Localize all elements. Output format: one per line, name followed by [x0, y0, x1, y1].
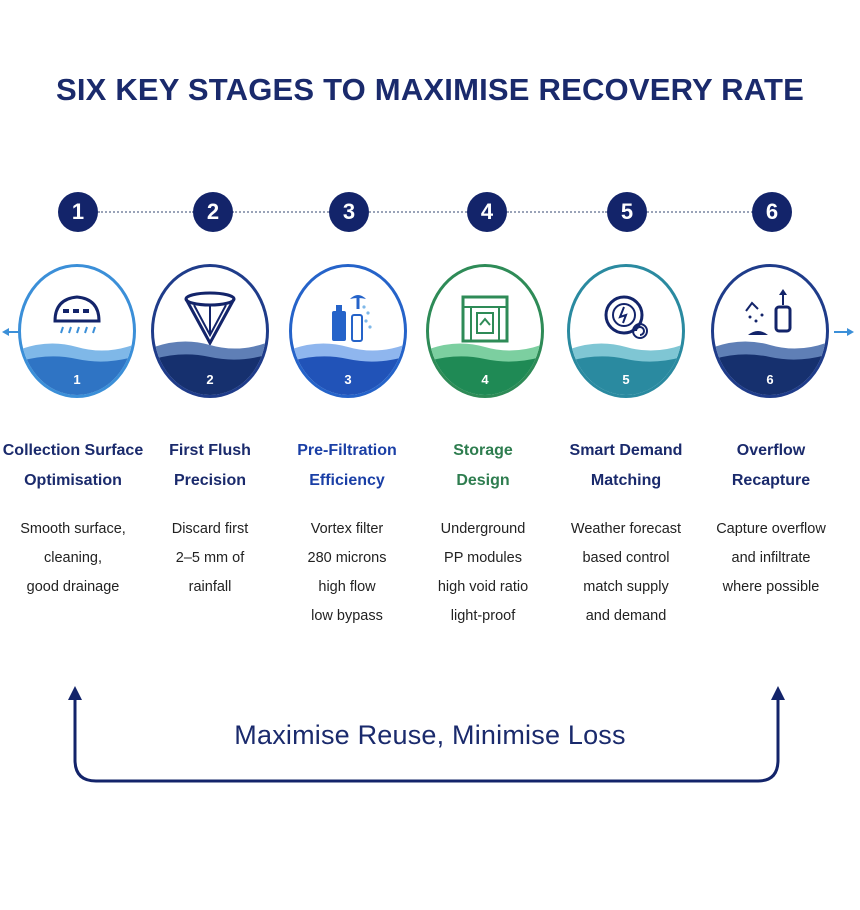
desc-line: and infiltrate [731, 550, 811, 566]
stage-2-circle: 2 [151, 264, 269, 398]
desc-line: low bypass [311, 608, 383, 624]
stage-2-description: Discard first 2–5 mm of rainfall [135, 515, 285, 602]
stage-badge: 2 [206, 372, 214, 387]
step-connector [232, 211, 329, 213]
desc-line: match supply [583, 579, 669, 595]
water-wave [292, 343, 404, 395]
stage-title-line: Pre-Filtration [297, 442, 397, 459]
stage-badge: 5 [622, 372, 630, 387]
stage-title-line: Efficiency [309, 472, 385, 489]
stage-badge: 6 [766, 372, 774, 387]
desc-line: light-proof [450, 608, 516, 624]
water-wave [570, 343, 682, 395]
stage-title-line: Precision [173, 472, 247, 489]
desc-line: Smooth surface, [20, 521, 126, 537]
desc-line: Weather forecast [570, 521, 682, 537]
stage-title-line: Matching [590, 472, 662, 489]
stage-title-line: Smart Demand [569, 442, 683, 459]
step-connector [98, 211, 194, 213]
stage-1-description: Smooth surface, cleaning, good drainage [0, 515, 148, 602]
stage-title-line: Storage [453, 442, 513, 459]
stage-3-title: Pre-Filtration Efficiency [272, 436, 422, 496]
step-connector [647, 211, 753, 213]
water-wave [429, 343, 541, 395]
step-connector [507, 211, 607, 213]
step-number-3: 3 [329, 192, 369, 232]
desc-line: and demand [585, 608, 667, 624]
stage-4-description: Underground PP modules high void ratio l… [408, 515, 558, 631]
water-wave [154, 341, 266, 395]
stage-title-line: Recapture [731, 472, 811, 489]
tagline: Maximise Reuse, Minimise Loss [234, 720, 626, 750]
page-title: SIX KEY STAGES TO MAXIMISE RECOVERY RATE [55, 72, 805, 107]
desc-line: high flow [318, 579, 376, 595]
desc-line: 280 microns [307, 550, 387, 566]
overflow-recapture-icon [745, 289, 792, 335]
desc-line: rainfall [188, 579, 232, 595]
stage-2-title: First Flush Precision [135, 436, 285, 496]
storage-module-icon [461, 295, 509, 343]
desc-line: Underground [440, 521, 526, 537]
step-number-4: 4 [467, 192, 507, 232]
desc-line: 2–5 mm of [175, 550, 245, 566]
stage-title-line: First Flush [169, 442, 251, 459]
stage-badge: 3 [344, 372, 352, 387]
step-connector [369, 211, 467, 213]
desc-line: Discard first [171, 521, 249, 537]
step-number-1: 1 [58, 192, 98, 232]
stage-6-description: Capture overflow and infiltrate where po… [696, 515, 846, 602]
stage-3-circle: 3 [289, 264, 407, 398]
water-wave [714, 341, 826, 395]
desc-line: high void ratio [437, 579, 529, 595]
vortex-filter-icon [332, 295, 372, 342]
step-number-2: 2 [193, 192, 233, 232]
desc-line: good drainage [26, 579, 120, 595]
stage-title-line: Design [456, 472, 510, 489]
desc-line: Vortex filter [310, 521, 384, 537]
desc-line: PP modules [444, 550, 522, 566]
stage-6-title: Overflow Recapture [696, 436, 846, 496]
desc-line: where possible [722, 579, 820, 595]
step-number-6: 6 [752, 192, 792, 232]
right-edge-arrow-icon [834, 328, 854, 336]
collection-surface-icon [53, 295, 101, 334]
stage-3-description: Vortex filter 280 microns high flow low … [272, 515, 422, 631]
step-number-5: 5 [607, 192, 647, 232]
water-wave [21, 343, 133, 395]
desc-line: Capture overflow [716, 521, 826, 537]
stage-1-title: Collection Surface Optimisation [0, 436, 148, 496]
desc-line: based control [582, 550, 670, 566]
stage-5-circle: 5 [567, 264, 685, 398]
desc-line: cleaning, [43, 550, 103, 566]
stage-4-circle: 4 [426, 264, 544, 398]
stage-title-line: Collection Surface [2, 442, 144, 459]
stage-title-line: Overflow [736, 442, 806, 459]
stage-title-line: Optimisation [24, 472, 122, 489]
stage-6-circle: 6 [711, 264, 829, 398]
stage-1-circle: 1 [18, 264, 136, 398]
stage-badge: 4 [481, 372, 489, 387]
stage-5-title: Smart Demand Matching [551, 436, 701, 496]
smart-control-icon [604, 295, 648, 339]
stage-4-title: Storage Design [408, 436, 558, 496]
stage-5-description: Weather forecast based control match sup… [551, 515, 701, 631]
stage-badge: 1 [73, 372, 81, 387]
first-flush-funnel-icon [184, 291, 236, 347]
